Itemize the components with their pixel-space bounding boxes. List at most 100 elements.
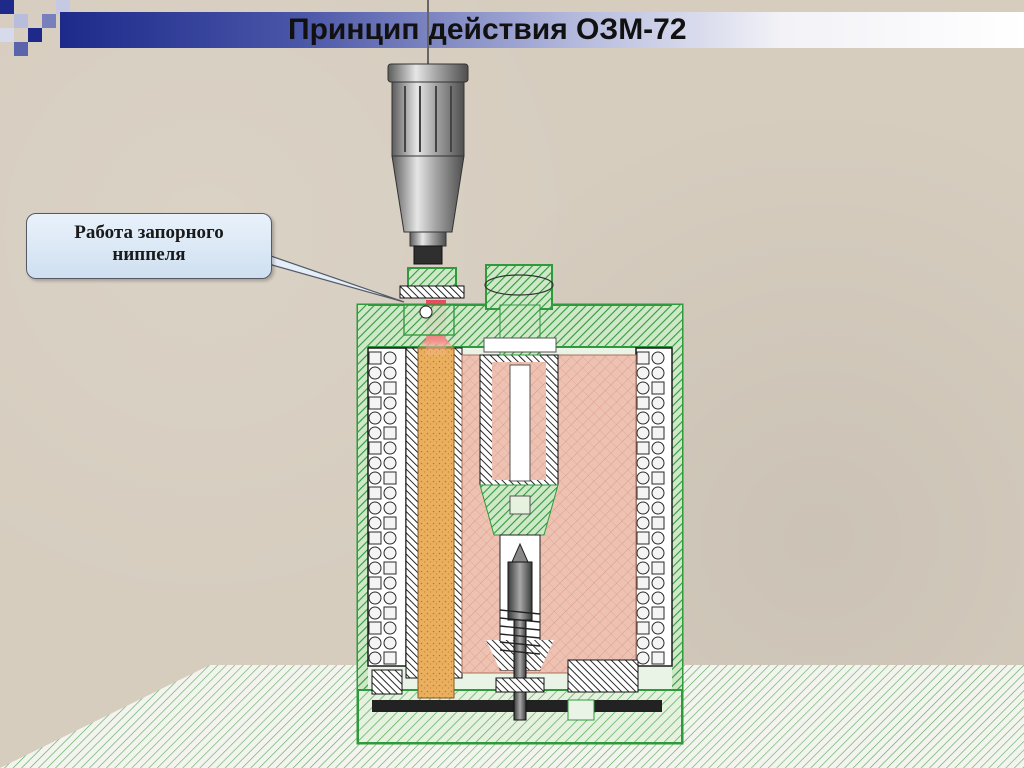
steel-ball [636, 486, 650, 500]
steel-ball [368, 606, 382, 620]
steel-ball [368, 411, 382, 425]
steel-ball [368, 546, 382, 560]
steel-ball [651, 651, 665, 665]
steel-ball [636, 381, 650, 395]
steel-ball [383, 471, 397, 485]
steel-ball [651, 396, 665, 410]
steel-ball [651, 366, 665, 380]
steel-ball [636, 576, 650, 590]
steel-ball [383, 456, 397, 470]
steel-ball [651, 501, 665, 515]
steel-ball [383, 576, 397, 590]
inner-wall-left [405, 347, 419, 679]
steel-ball [651, 486, 665, 500]
steel-ball [383, 441, 397, 455]
firing-pin-icon [495, 542, 545, 721]
steel-ball [383, 561, 397, 575]
callout-line-2: ниппеля [112, 244, 186, 265]
steel-ball [651, 531, 665, 545]
steel-ball [368, 471, 382, 485]
steel-ball [651, 456, 665, 470]
callout-line-1: Работа запорного [74, 222, 224, 243]
steel-ball [651, 351, 665, 365]
steel-ball [368, 576, 382, 590]
detonator-tube [479, 354, 559, 671]
steel-ball [383, 411, 397, 425]
detonator-plug [483, 264, 557, 356]
steel-ball [368, 561, 382, 575]
steel-ball [651, 546, 665, 560]
steel-ball [636, 606, 650, 620]
steel-ball [651, 411, 665, 425]
steel-ball [383, 351, 397, 365]
steel-ball [636, 456, 650, 470]
steel-ball [636, 351, 650, 365]
steel-ball [383, 531, 397, 545]
steel-ball [383, 591, 397, 605]
steel-ball [636, 516, 650, 530]
steel-ball [383, 516, 397, 530]
steel-ball [651, 576, 665, 590]
steel-ball [383, 396, 397, 410]
steel-ball [368, 591, 382, 605]
steel-ball [636, 636, 650, 650]
steel-ball [651, 441, 665, 455]
fuse-icon [387, 63, 469, 265]
steel-ball [368, 351, 382, 365]
steel-ball [636, 411, 650, 425]
steel-ball [383, 651, 397, 665]
steel-ball [383, 381, 397, 395]
steel-ball [368, 651, 382, 665]
steel-ball [368, 486, 382, 500]
steel-ball [636, 426, 650, 440]
steel-ball [651, 516, 665, 530]
steel-ball [651, 621, 665, 635]
steel-ball [636, 621, 650, 635]
steel-ball [636, 366, 650, 380]
steel-ball [651, 636, 665, 650]
steel-ball [636, 501, 650, 515]
steel-ball [368, 396, 382, 410]
steel-ball [636, 561, 650, 575]
steel-ball [383, 501, 397, 515]
base-port [567, 699, 595, 721]
steel-ball [651, 381, 665, 395]
steel-ball [368, 501, 382, 515]
callout-box: Работа запорного ниппеля [26, 213, 272, 279]
steel-ball [383, 636, 397, 650]
steel-ball [368, 621, 382, 635]
steel-ball [383, 426, 397, 440]
ball-layer [368, 351, 665, 665]
steel-ball [368, 381, 382, 395]
steel-ball [636, 396, 650, 410]
locking-nipple-icon [399, 267, 465, 336]
title-gradient-strip [60, 12, 1024, 48]
steel-ball [383, 546, 397, 560]
steel-ball [368, 426, 382, 440]
steel-ball [636, 441, 650, 455]
steel-ball [636, 651, 650, 665]
steel-ball [368, 636, 382, 650]
steel-ball [651, 471, 665, 485]
steel-ball [651, 606, 665, 620]
steel-ball [383, 486, 397, 500]
steel-ball [368, 366, 382, 380]
steel-ball [383, 606, 397, 620]
title-bar: Принцип действия ОЗМ-72 [0, 0, 1024, 60]
steel-ball [368, 531, 382, 545]
steel-ball [368, 516, 382, 530]
steel-ball [383, 621, 397, 635]
inner-wall-mid [453, 347, 463, 679]
steel-ball [651, 591, 665, 605]
steel-ball [383, 366, 397, 380]
steel-ball [636, 591, 650, 605]
corner-decoration [0, 0, 80, 60]
steel-ball [636, 546, 650, 560]
base-insert [567, 659, 639, 693]
steel-ball [651, 426, 665, 440]
callout-pointer [266, 254, 405, 303]
steel-ball [636, 531, 650, 545]
steel-ball [368, 441, 382, 455]
base-left-insert [371, 669, 403, 695]
